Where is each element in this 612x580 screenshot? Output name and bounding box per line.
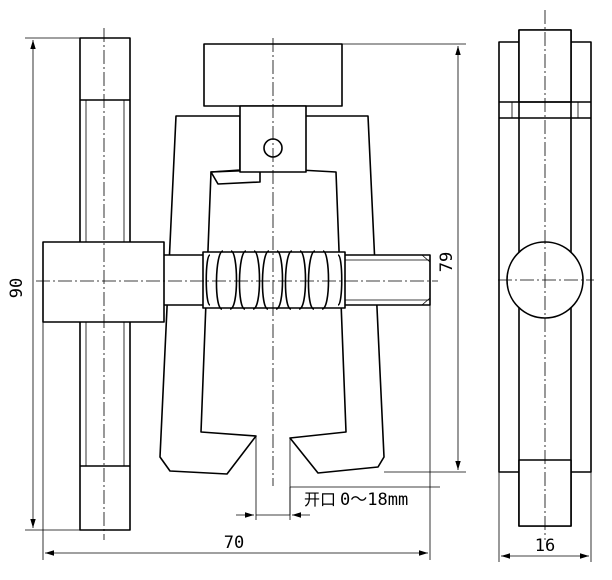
dim-depth-side: 16	[535, 536, 555, 556]
side-view	[498, 10, 594, 540]
dimension-lines	[25, 37, 592, 562]
dim-height-jaw: 79	[437, 252, 457, 272]
front-view	[36, 28, 438, 540]
opening-label: 开口	[304, 490, 336, 509]
spring	[202, 250, 346, 310]
dim-width-overall: 70	[224, 533, 244, 553]
opening-range: 0～18mm	[340, 490, 408, 510]
slider-block	[42, 241, 165, 323]
opening-annotation: 开口 0～18mm	[304, 490, 408, 510]
dim-height-overall: 90	[7, 278, 27, 298]
t-handle-crossbar	[203, 43, 343, 107]
